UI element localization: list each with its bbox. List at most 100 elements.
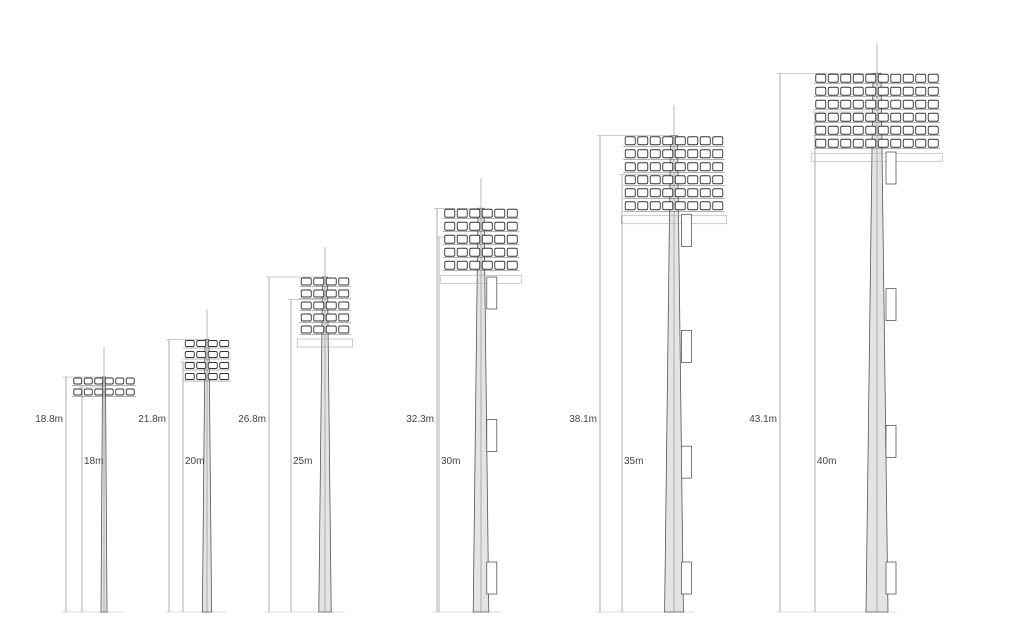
floodlight-lamp	[852, 86, 864, 96]
floodlight-lamp	[313, 289, 325, 298]
floodlight-lamp	[494, 234, 506, 244]
floodlight-lamp	[827, 125, 839, 135]
floodlight-lamp	[674, 136, 686, 146]
floodlight-lamp	[469, 208, 481, 218]
electrical-box	[885, 288, 897, 322]
floodlight-lamp	[840, 73, 852, 83]
light-pole-4	[433, 178, 522, 613]
maintenance-platform	[620, 215, 728, 225]
total-height-label: 21.8m	[138, 414, 166, 425]
floodlight-lamp	[927, 112, 939, 122]
floodlight-lamp	[313, 325, 325, 334]
floodlight-lamp	[674, 162, 686, 172]
floodlight-lamp	[649, 136, 661, 146]
floodlight-lamp	[125, 377, 135, 385]
floodlight-lamp	[827, 99, 839, 109]
floodlight-lamp	[915, 138, 927, 148]
floodlight-lamp	[877, 73, 889, 83]
floodlight-lamp	[865, 125, 877, 135]
floodlight-lamp	[196, 340, 207, 347]
floodlight-lamp	[338, 289, 350, 298]
total-height-label: 26.8m	[238, 414, 266, 425]
floodlight-lamp	[73, 388, 83, 396]
floodlight-lamp	[662, 201, 674, 211]
pole-height-label: 20m	[185, 456, 205, 467]
floodlight-lamp	[219, 373, 230, 380]
electrical-box	[885, 151, 897, 185]
pole-height-label: 30m	[441, 456, 461, 467]
floodlight-lamp	[506, 260, 518, 270]
floodlight-lamp	[902, 99, 914, 109]
floodlight-lamp	[338, 277, 350, 286]
floodlight-lamp	[687, 149, 699, 159]
floodlight-lamp	[890, 73, 902, 83]
floodlight-lamp	[481, 247, 493, 257]
floodlight-lamp	[699, 162, 711, 172]
floodlight-lamp	[827, 138, 839, 148]
floodlight-lamp	[115, 377, 125, 385]
floodlight-lamp	[852, 99, 864, 109]
floodlight-lamp	[184, 351, 195, 358]
floodlight-lamp	[115, 388, 125, 396]
maintenance-platform	[811, 152, 943, 162]
electrical-box	[885, 561, 897, 595]
floodlight-lamp	[506, 234, 518, 244]
floodlight-lamp	[712, 175, 724, 185]
floodlight-lamp	[877, 99, 889, 109]
floodlight-lamp	[815, 86, 827, 96]
floodlight-lamp	[840, 138, 852, 148]
light-pole-1	[62, 347, 137, 613]
floodlight-lamp	[338, 325, 350, 334]
floodlight-lamp	[624, 175, 636, 185]
floodlight-lamp	[444, 260, 456, 270]
floodlight-lamp	[712, 188, 724, 198]
floodlight-lamp	[915, 86, 927, 96]
floodlight-lamp	[915, 112, 927, 122]
floodlight-lamp	[927, 86, 939, 96]
floodlight-lamp	[840, 125, 852, 135]
floodlight-lamp	[325, 301, 337, 310]
floodlight-lamp	[494, 247, 506, 257]
floodlight-lamp	[125, 388, 135, 396]
floodlight-lamp	[699, 175, 711, 185]
floodlight-lamp	[712, 201, 724, 211]
electrical-box	[486, 419, 498, 452]
floodlight-lamp	[927, 99, 939, 109]
pole-height-label: 18m	[84, 456, 104, 467]
floodlight-lamp	[649, 149, 661, 159]
floodlight-lamp	[827, 112, 839, 122]
floodlight-lamp	[815, 112, 827, 122]
floodlight-lamp	[699, 201, 711, 211]
floodlight-lamp	[840, 86, 852, 96]
floodlight-lamp	[687, 188, 699, 198]
floodlight-lamp	[456, 221, 468, 231]
floodlight-lamp	[313, 277, 325, 286]
floodlight-lamp	[890, 112, 902, 122]
floodlight-lamp	[624, 149, 636, 159]
floodlight-lamp	[104, 377, 114, 385]
floodlight-lamp	[662, 175, 674, 185]
floodlight-lamp	[624, 188, 636, 198]
floodlight-lamp	[196, 373, 207, 380]
floodlight-lamp	[456, 260, 468, 270]
floodlight-lamp	[865, 138, 877, 148]
floodlight-lamp	[83, 377, 93, 385]
pole-height-label: 25m	[293, 456, 313, 467]
floodlight-lamp	[902, 125, 914, 135]
floodlight-lamp	[712, 136, 724, 146]
floodlight-lamp	[469, 247, 481, 257]
floodlight-lamp	[624, 136, 636, 146]
floodlight-lamp	[83, 388, 93, 396]
floodlight-lamp	[325, 313, 337, 322]
floodlight-lamp	[300, 289, 312, 298]
floodlight-lamp	[852, 138, 864, 148]
floodlight-lamp	[300, 301, 312, 310]
floodlight-lamp	[902, 86, 914, 96]
floodlight-lamp	[624, 201, 636, 211]
floodlight-lamp	[649, 175, 661, 185]
floodlight-lamp	[494, 260, 506, 270]
floodlight-lamp	[840, 112, 852, 122]
floodlight-lamp	[865, 73, 877, 83]
electrical-box	[486, 561, 498, 595]
floodlight-lamp	[637, 188, 649, 198]
